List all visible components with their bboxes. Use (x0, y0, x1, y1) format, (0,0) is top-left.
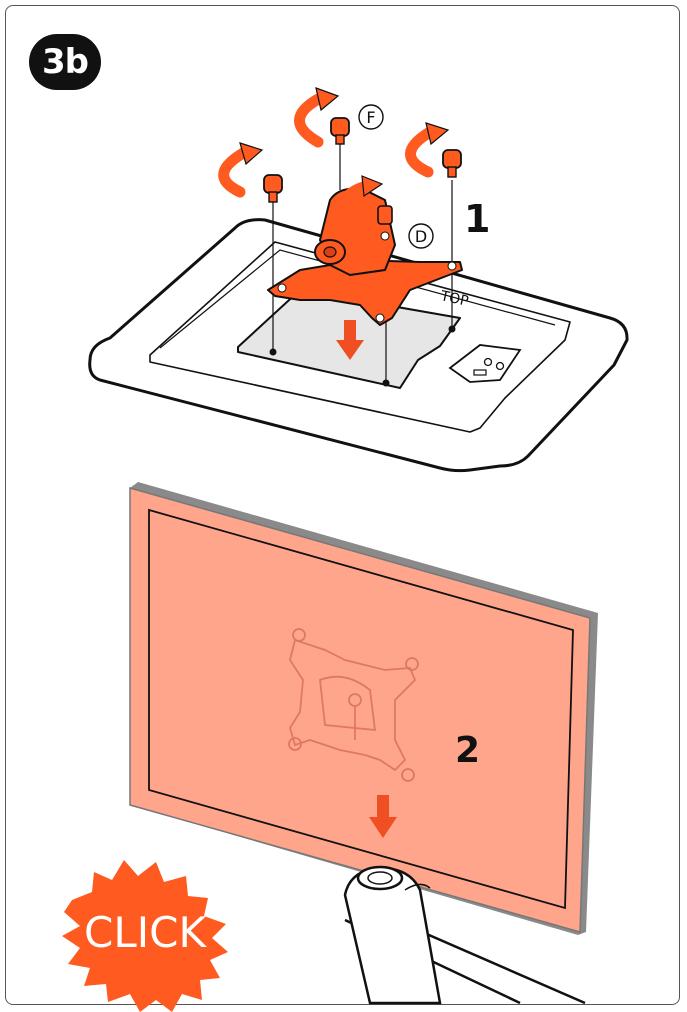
thumb-screw-middle (330, 117, 350, 145)
part-d-label: D (415, 227, 427, 246)
screw-holes (269, 325, 456, 387)
page-frame (5, 5, 680, 1005)
ghost-mount-outline (288, 628, 419, 782)
monitor (129, 482, 598, 935)
click-burst: CLICK (62, 860, 228, 1012)
rotation-arrow-left (218, 142, 264, 198)
thumb-screw-left (263, 174, 283, 203)
down-arrow-step2 (369, 795, 397, 838)
click-burst-label: CLICK (84, 908, 207, 957)
rotation-arrow-middle (294, 87, 340, 148)
down-arrow-step1 (336, 320, 364, 360)
rotation-arrow-d (335, 175, 384, 236)
step-badge-label: 3b (42, 42, 89, 82)
step-badge: 3b (29, 34, 101, 90)
top-marking: TOP (438, 288, 470, 310)
alignment-lines (272, 140, 453, 380)
top-marking-label: TOP (438, 288, 470, 310)
mounting-arm (343, 865, 586, 1005)
part-d-callout: D (408, 223, 434, 249)
step-number-1: 1 (464, 197, 490, 241)
part-f-label: F (366, 108, 375, 127)
step-number-2: 2 (455, 730, 480, 771)
part-f-callout: F (358, 104, 384, 130)
connector-port (448, 344, 522, 383)
rotation-arrow-right (405, 122, 450, 178)
thumb-screw-right (442, 149, 462, 178)
